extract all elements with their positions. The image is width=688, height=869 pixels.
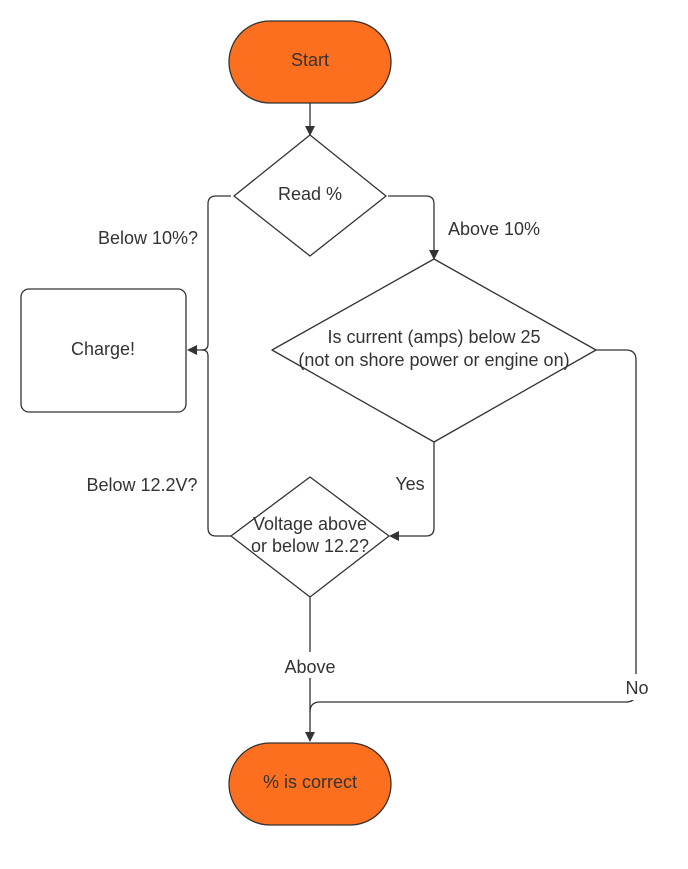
charge-node: Charge! [20,288,187,413]
end-terminal-shape [228,742,392,826]
yes-label: Yes [395,474,424,494]
current-decision-shape [271,258,597,443]
end-label: % is correct [263,772,357,792]
voltage-node: Voltage above or below 12.2? [230,476,390,598]
read-label: Read % [278,184,342,204]
read-node: Read % [233,134,387,257]
below-10-label: Below 10%? [98,228,198,248]
charge-process-shape [20,288,187,413]
below-12-2-label: Below 12.2V? [86,475,197,495]
start-terminal-shape [228,20,392,104]
start-label: Start [291,50,329,70]
read-to-charge-arrow [187,195,231,355]
edge-labels: Below 10%? Above 10% Yes Below 12.2V? Ab… [86,219,652,700]
current-node: Is current (amps) below 25 (not on shore… [271,258,597,443]
read-to-current-arrow [388,195,439,260]
above-label: Above [284,657,335,677]
above-10-label: Above 10% [448,219,540,239]
start-node: Start [228,20,392,104]
current-label-line1: Is current (amps) below 25 [327,327,540,347]
end-node: % is correct [228,742,392,826]
voltage-decision-shape [230,476,390,598]
read-decision-shape [233,134,387,257]
voltage-label-line1: Voltage above [253,514,367,534]
current-to-voltage-arrow [389,442,435,541]
current-label-line2: (not on shore power or engine on) [298,350,569,370]
above-label-bg [285,652,337,678]
voltage-to-charge-line [201,349,231,537]
charge-label: Charge! [71,339,135,359]
no-label: No [625,678,648,698]
voltage-label-line2: or below 12.2? [251,536,369,556]
no-label-bg [622,674,652,700]
